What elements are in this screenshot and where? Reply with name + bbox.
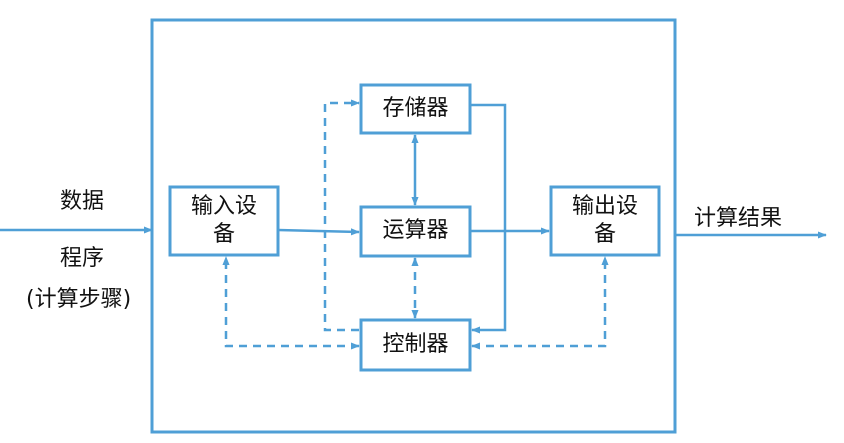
controller-output-arrow xyxy=(471,256,609,350)
controller-input-arrow xyxy=(222,256,360,350)
output-device-label-line2: 备 xyxy=(593,222,616,247)
memory-to-controller-arrow xyxy=(470,103,507,334)
output-device-label-line1: 输出设 xyxy=(571,194,638,219)
controller-box xyxy=(359,318,472,372)
memory-label: 存储器 xyxy=(382,96,449,121)
input-device-box xyxy=(168,185,280,257)
input-device-label: 输入设 备 xyxy=(170,193,278,249)
output-device-box xyxy=(549,185,661,257)
input-device-label-line2: 备 xyxy=(212,222,235,247)
input-to-alu-arrow xyxy=(277,228,360,236)
output-result-label: 计算结果 xyxy=(694,206,783,231)
output-device-label: 输出设 备 xyxy=(551,193,659,249)
input-program-label: 程序 xyxy=(60,246,105,271)
input-device-label-line1: 输入设 xyxy=(190,194,257,219)
controller-to-memory-arrow xyxy=(323,99,360,332)
memory-box xyxy=(359,83,472,135)
computer-frame xyxy=(150,18,677,434)
input-data-label: 数据 xyxy=(60,189,105,214)
alu-label: 运算器 xyxy=(382,218,449,243)
input-steps-label: (计算步骤) xyxy=(26,287,132,312)
controller-label: 控制器 xyxy=(382,332,449,357)
